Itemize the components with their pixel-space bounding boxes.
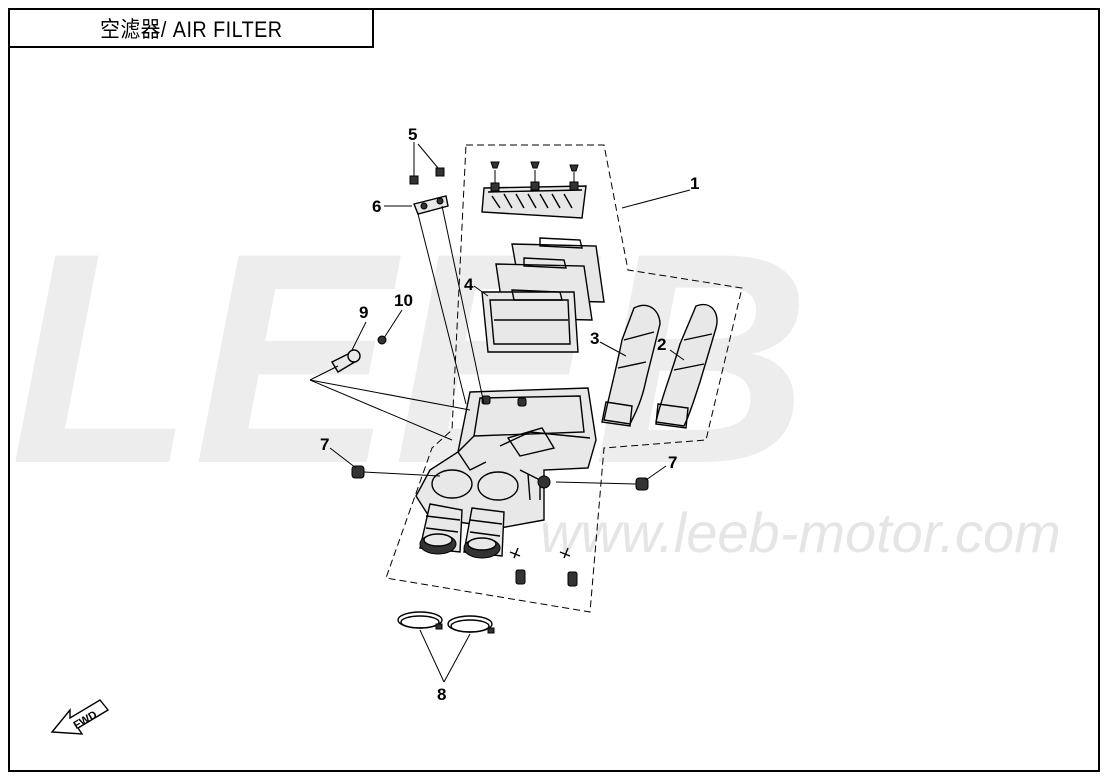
assembly-boundary	[385, 144, 743, 613]
title-box: 空滤器/ AIR FILTER	[8, 8, 374, 48]
callout-10: 10	[394, 291, 413, 310]
callout-7-right: 7	[668, 453, 677, 472]
callout-4: 4	[464, 275, 474, 294]
lower-screws	[509, 547, 578, 587]
diagram-frame	[8, 8, 1100, 772]
page-title: 空滤器/ AIR FILTER	[99, 17, 283, 42]
mounting-bracket	[413, 195, 449, 215]
filter-element	[481, 237, 605, 353]
airbox-housing	[415, 387, 597, 559]
intake-duct-right	[655, 303, 718, 429]
intake-duct-left	[601, 304, 661, 427]
fwd-arrow-icon: FWD	[50, 699, 110, 735]
bolts	[409, 167, 445, 185]
callout-6: 6	[372, 197, 381, 216]
callout-8: 8	[437, 685, 446, 704]
top-cover	[481, 161, 587, 219]
callout-5: 5	[408, 125, 417, 144]
callout-3: 3	[590, 329, 599, 348]
callout-2: 2	[657, 335, 666, 354]
fwd-label: FWD	[72, 709, 100, 732]
hose-clamps	[397, 611, 495, 634]
watermark-url: www.leeb-motor.com	[540, 501, 1061, 564]
callout-9: 9	[359, 303, 368, 322]
callout-1: 1	[690, 174, 699, 193]
grommet-left	[351, 465, 365, 479]
sensor	[331, 349, 361, 373]
callout-7-left: 7	[320, 435, 329, 454]
